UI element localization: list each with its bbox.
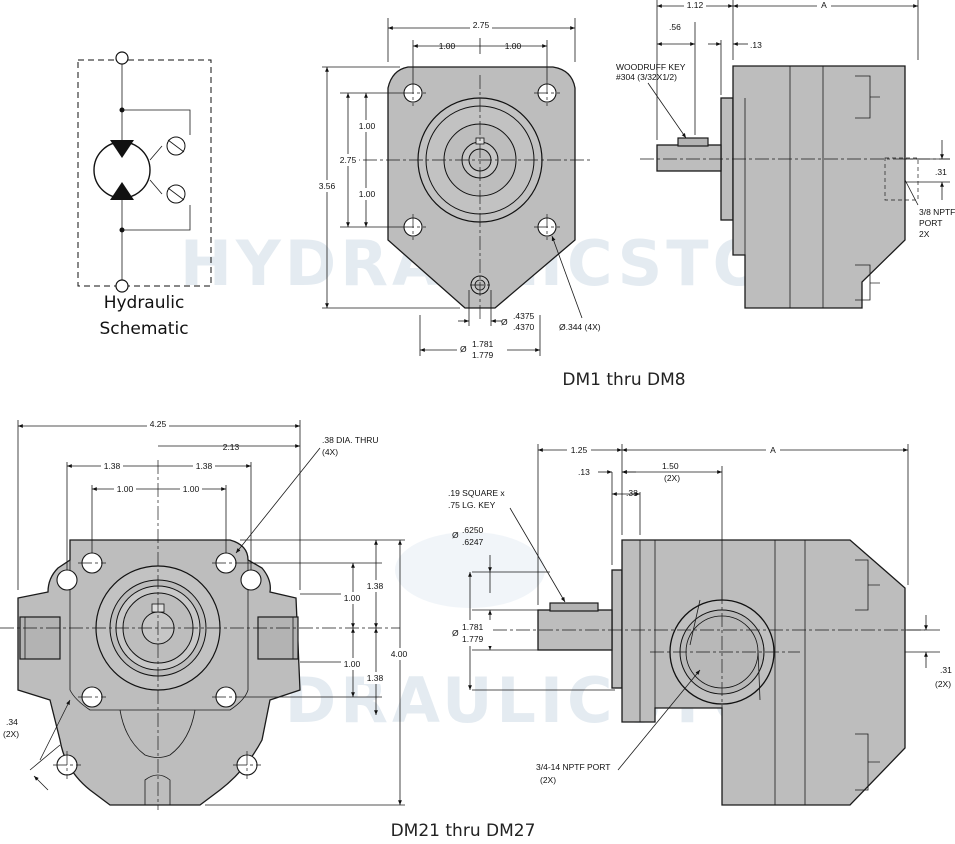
pilot-dia-1-bottom: 1.781	[462, 622, 484, 632]
pilot-dia-2: 1.779	[472, 350, 494, 360]
dm21-front-view: 4.25 2.13 1.38 1.38 1.00 1.00 .38 DIA. T…	[0, 418, 411, 810]
dim-1-00-h-right: 1.00	[183, 484, 200, 494]
hole-dia-note: Ø.344 (4X)	[559, 322, 601, 332]
pilot-dia-symbol: Ø	[460, 344, 467, 354]
woodruff-key-label-2: #304 (3/32X1/2)	[616, 72, 677, 82]
dim-1-00-v-lower: 1.00	[344, 659, 361, 669]
hydraulic-schematic: Hydraulic Schematic	[77, 51, 212, 339]
dim-2-75-height: 2.75	[340, 155, 357, 165]
dim-31-bottom-count: (2X)	[935, 679, 951, 689]
shaft-dia-1: .4375	[513, 311, 535, 321]
dim-1-00-left: 1.00	[439, 41, 456, 51]
dim-1-38-left: 1.38	[104, 461, 121, 471]
shaft-dia-2-bottom: .6247	[462, 537, 484, 547]
port-note-2-bottom: (2X)	[540, 775, 556, 785]
dm1-side-view: 1.12 A .56 .13 WOODRUFF KEY #304 (3/32X1…	[616, 0, 955, 309]
port-label-3: 2X	[919, 229, 930, 239]
shaft-dia-symbol-bottom: Ø	[452, 530, 459, 540]
schematic-title-line2: Schematic	[99, 319, 188, 339]
dim-13-bottom: .13	[578, 467, 590, 477]
thru-hole-note-1: .38 DIA. THRU	[322, 435, 379, 445]
pilot-dia-symbol-bottom: Ø	[452, 628, 459, 638]
dim-1-25: 1.25	[571, 445, 588, 455]
schematic-title-line1: Hydraulic	[104, 293, 185, 313]
dim-34-count: (2X)	[3, 729, 19, 739]
pilot-dia-1: 1.781	[472, 339, 494, 349]
dm21-side-view: 1.25 A .13 1.50 (2X) .38 .19 SQUARE x .7…	[448, 444, 952, 806]
caption-dm1-dm8: DM1 thru DM8	[562, 370, 685, 390]
dim-1-38-v-lower: 1.38	[367, 673, 384, 683]
shaft-dia-2: .4370	[513, 322, 535, 332]
port-label-1: 3/8 NPTF	[919, 207, 955, 217]
dim-1-00-right: 1.00	[505, 41, 522, 51]
dim-31-bottom: .31	[940, 665, 952, 675]
dim-2-13: 2.13	[223, 442, 240, 452]
dim-1-38-v-upper: 1.38	[367, 581, 384, 591]
dim-34: .34	[6, 717, 18, 727]
dim-38: .38	[626, 488, 638, 498]
dim-1-00-upper: 1.00	[359, 121, 376, 131]
dm1-front-view: 2.75 1.00 1.00 3.56 2.75 1.00 1.00 Ø .43…	[316, 18, 601, 361]
shaft-dia-symbol: Ø	[501, 317, 508, 327]
dim-1-50-count: (2X)	[664, 473, 680, 483]
dim-1-12: 1.12	[687, 0, 704, 10]
dim-3-56-height: 3.56	[319, 181, 336, 191]
shaft-dia-1-bottom: .6250	[462, 525, 484, 535]
dim-1-38-right: 1.38	[196, 461, 213, 471]
dim-A-bottom: A	[770, 445, 776, 455]
dim-2-75-width: 2.75	[473, 20, 490, 30]
dim-13-top: .13	[750, 40, 762, 50]
dim-4-00: 4.00	[391, 649, 408, 659]
dim-1-00-h-left: 1.00	[117, 484, 134, 494]
dim-A-top: A	[821, 0, 827, 10]
dim-1-00-v-upper: 1.00	[344, 593, 361, 603]
dim-4-25: 4.25	[150, 419, 167, 429]
dim-1-50: 1.50	[662, 461, 679, 471]
dim-31-top: .31	[935, 167, 947, 177]
pilot-dia-2-bottom: 1.779	[462, 634, 484, 644]
dim-1-00-lower: 1.00	[359, 189, 376, 199]
thru-hole-note-2: (4X)	[322, 447, 338, 457]
woodruff-key-label-1: WOODRUFF KEY	[616, 62, 686, 72]
key-note-1: .19 SQUARE x	[448, 488, 505, 498]
dim-56: .56	[669, 22, 681, 32]
port-note-1-bottom: 3/4-14 NPTF PORT	[536, 762, 610, 772]
key-note-2: .75 LG. KEY	[448, 500, 496, 510]
caption-dm21-dm27: DM21 thru DM27	[391, 821, 536, 841]
port-label-2: PORT	[919, 218, 942, 228]
